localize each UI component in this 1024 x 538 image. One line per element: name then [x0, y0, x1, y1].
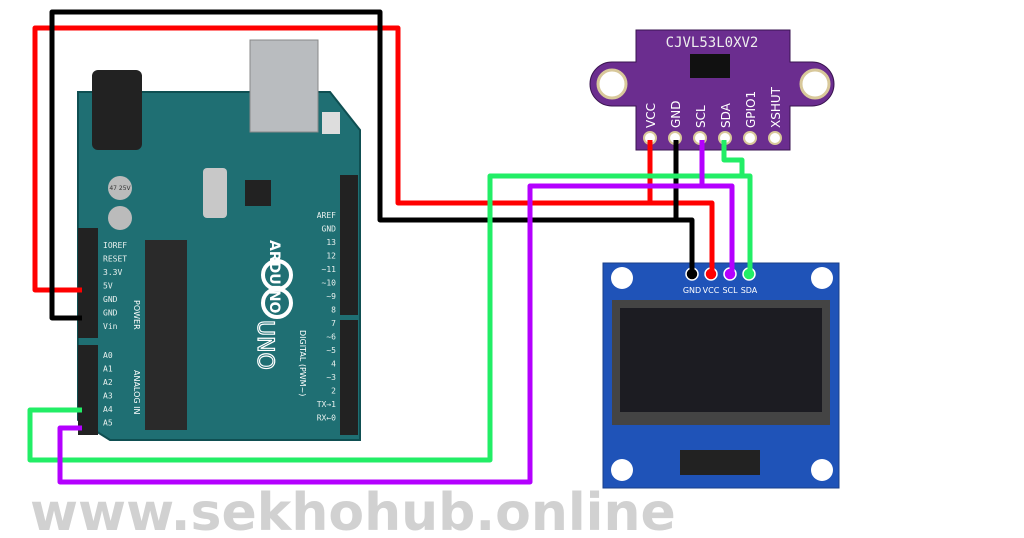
power-pin-label: GND	[103, 309, 118, 318]
analog-pin-label: A3	[103, 392, 113, 401]
wire-a4-sda	[27, 173, 753, 463]
oled-pin-label: SCL	[722, 286, 738, 295]
sensor-pin-label: VCC	[644, 103, 658, 128]
power-pin-label: IOREF	[103, 241, 127, 250]
sensor-pin-xshut	[768, 131, 782, 145]
vl53l0x-sensor-module: CJVL53L0XV2 VCC GND SCL SDA GPIO1 XSHUT	[589, 29, 835, 151]
sensor-name: CJVL53L0XV2	[666, 35, 759, 51]
digital-pin-label: 8	[331, 306, 336, 315]
oled-screen	[620, 308, 822, 412]
digital-header-low	[340, 320, 358, 435]
digital-pin-label: ~5	[326, 346, 336, 355]
power-pin-label: 3.3V	[103, 268, 122, 277]
oled-pin-label: VCC	[703, 286, 720, 295]
digital-pin-label: 7	[331, 319, 336, 328]
wire-gnd	[49, 9, 695, 321]
digital-label: DIGITAL (PWM~)	[298, 330, 307, 396]
digital-pin-label: GND	[322, 225, 337, 234]
digital-pin-label: RX←0	[317, 414, 336, 423]
power-pin-label: 5V	[103, 282, 113, 291]
capacitor	[108, 176, 132, 200]
sensor-pin-label: XSHUT	[769, 86, 783, 128]
capacitor	[108, 206, 132, 230]
arduino-brand: ARDUINO	[266, 240, 282, 314]
sensor-pin-gpio1	[743, 131, 757, 145]
digital-pin-label: 12	[326, 252, 336, 261]
sensor-pin-label: GPIO1	[744, 91, 758, 128]
power-pin-label: Vin	[103, 322, 118, 331]
digital-header-high	[340, 175, 358, 315]
capacitor-label: 47 25V	[109, 185, 131, 192]
oled-pin-label: SDA	[741, 286, 758, 295]
analog-header	[78, 345, 98, 435]
digital-pin-label: AREF	[317, 211, 336, 220]
analog-pin-label: A0	[103, 351, 113, 360]
watermark: www.sekhohub.online	[30, 483, 676, 538]
analog-pin-label: A5	[103, 419, 113, 428]
digital-pin-label: ~6	[326, 333, 336, 342]
atmega-chip	[145, 240, 187, 430]
power-header	[78, 228, 98, 338]
digital-pin-label: TX→1	[317, 400, 336, 409]
analog-pin-label: A4	[103, 405, 113, 414]
sensor-pin-label: SCL	[694, 105, 708, 128]
digital-pin-label: ~3	[326, 373, 336, 382]
analog-pin-label: A2	[103, 378, 113, 387]
arduino-uno-board: 47 25V IOREF RESET 3.3V 5V GND GND VinA0A1A2A3…	[77, 39, 361, 441]
wire-sensor-sda	[721, 140, 745, 176]
digital-pin-label: 4	[331, 360, 336, 369]
digital-pin-label: 2	[331, 387, 336, 396]
wire-a5-scl	[57, 183, 735, 485]
reset-button	[322, 112, 340, 134]
analog-pin-label: A1	[103, 365, 113, 374]
digital-pin-label: ~10	[322, 279, 337, 288]
digital-pin-label: 13	[326, 238, 336, 247]
sensor-pin-label: GND	[669, 100, 683, 128]
power-jack	[92, 70, 142, 150]
wire-5v-vcc	[32, 25, 715, 293]
arduino-logo	[261, 287, 293, 319]
arduino-model: UNO	[252, 320, 277, 370]
digital-pin-label: ~11	[322, 265, 337, 274]
usb-chip	[245, 180, 271, 206]
sensor-pin-label: SDA	[719, 102, 733, 128]
wires	[27, 9, 753, 485]
power-pin-label: RESET	[103, 255, 127, 264]
analog-label: ANALOG IN	[132, 370, 141, 415]
crystal	[203, 168, 227, 218]
sensor-chip	[690, 54, 730, 78]
power-label: POWER	[132, 300, 141, 330]
digital-pin-label: ~9	[326, 292, 336, 301]
power-pin-label: GND	[103, 295, 118, 304]
usb-port	[249, 39, 319, 133]
oled-pin-label: GND	[683, 286, 701, 295]
